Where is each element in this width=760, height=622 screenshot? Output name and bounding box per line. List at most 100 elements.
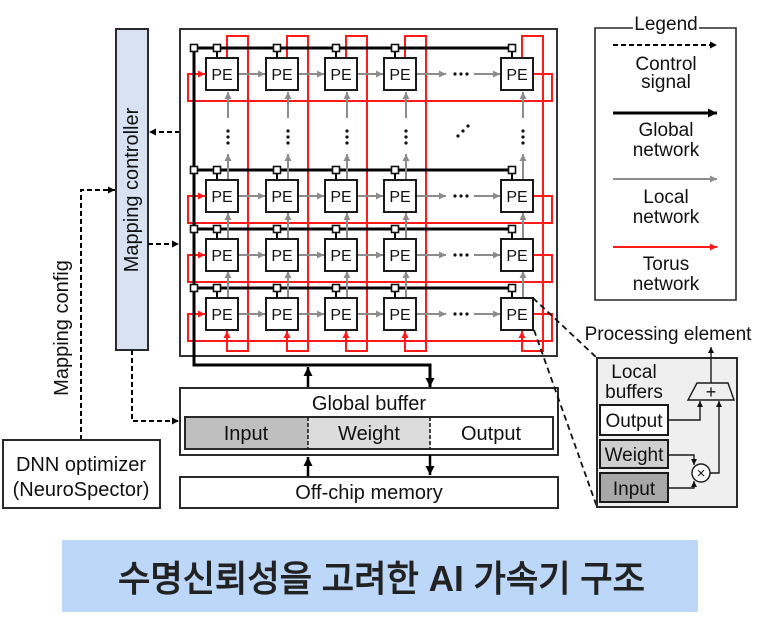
pe-input-buffer [599,472,669,503]
dnn-optimizer-sublabel: (NeuroSpector) [13,479,150,501]
pe-box [265,57,299,91]
global-junction-icon [189,283,199,293]
zoom-callout-line [532,297,598,359]
pe-cell: PE [500,179,534,213]
pe-label: PE [330,189,351,206]
ellipsis-dot [453,253,457,257]
torus-column-link [342,35,368,352]
pe-label: PE [330,248,351,265]
torus-column-link [518,35,544,352]
ellipsis-dot [465,253,469,257]
ellipsis-dot [286,141,290,145]
legend-item-label: network [633,207,700,228]
pe-output-buffer [599,404,669,436]
global-junction-icon [507,43,517,53]
pe-label: PE [271,307,292,324]
dnn-optimizer-label: DNN optimizer [16,454,146,476]
legend-item-label: Local [643,187,688,208]
pe-cell: PE [265,297,299,331]
pe-weight-buffer-label: Weight [605,445,665,466]
ellipsis-dot [459,194,463,198]
pe-cell: PE [265,57,299,91]
multiplier-to-adder-arrow [710,401,722,474]
global-buffer-title: Global buffer [312,393,426,415]
ellipsis-dot [521,135,525,139]
pe-box [324,297,358,331]
pe-cell: PE [383,179,417,213]
global-junction-icon [507,224,517,234]
pe-label: PE [211,189,232,206]
caption-text: 수명신뢰성을 고려한 AI 가속기 구조 [118,558,645,599]
legend-background [595,28,736,300]
output-to-adder-arrow [668,401,703,421]
global-junction-icon [212,224,222,234]
pe-box [324,238,358,272]
ellipsis-dot [226,135,230,139]
mapping-controller-box [115,28,149,351]
pe-box [500,57,534,91]
ellipsis-dot [404,129,408,133]
pe-label: PE [271,67,292,84]
global-network-layer [189,43,517,387]
global-junction-icon [507,283,517,293]
legend-frame [594,27,737,301]
pe-box [205,297,239,331]
global-junction-icon [212,43,222,53]
legend-item-label: network [633,274,700,295]
ellipsis-dot [521,141,525,145]
pe-cell: PE [383,297,417,331]
global-buffer-weight-label: Weight [338,423,400,445]
global-junction-icon [331,224,341,234]
processing-element-title: Processing element [585,324,753,345]
mapping-controller: Mapping controller [115,28,149,351]
ellipsis-dot [345,129,349,133]
pe-cell: PE [205,179,239,213]
pe-box [324,179,358,213]
global-buffer: Global buffer Input Weight Output [179,387,559,456]
pe-box [500,297,534,331]
ellipsis-dot [465,194,469,198]
input-to-multiplier-arrow [668,481,697,489]
global-junction-icon [507,165,517,175]
pe-label: PE [389,67,410,84]
pe-label: PE [271,248,292,265]
legend-item-label: network [633,140,700,161]
pe-cell: PE [324,57,358,91]
global-junction-icon [272,165,282,175]
global-buffer-output-label: Output [461,423,521,445]
global-buffer-inner-frame [184,416,554,450]
pe-box [383,57,417,91]
local-network-layer [224,70,527,318]
dnn-optimizer: DNN optimizer (NeuroSpector) [2,439,161,509]
diagonal-ellipsis-dot [466,124,470,128]
global-junction-icon [331,43,341,53]
pe-box [205,179,239,213]
off-chip-memory-box [179,476,559,509]
legend: Legend Control signal Global network Loc… [594,14,737,301]
global-junction-icon [390,43,400,53]
global-junction-icon [331,165,341,175]
local-buffers-title: buffers [605,382,663,403]
pe-box [265,179,299,213]
torus-row-link [187,70,553,102]
mapping-config-label: Mapping config [51,260,73,396]
ellipsis-dot [345,135,349,139]
diagonal-ellipsis-dot [456,134,460,138]
ellipsis-dot [404,141,408,145]
ellipsis-dot [226,141,230,145]
legend-item-label: Control [635,54,696,75]
ellipsis-dot [226,129,230,133]
mapping-config-arrow [80,186,115,440]
caption: 수명신뢰성을 고려한 AI 가속기 구조 [62,540,698,612]
torus-column-link [283,35,309,352]
pe-box [265,297,299,331]
global-junction-icon [189,224,199,234]
ellipsis-dot [453,72,457,76]
pe-cell: PE [500,57,534,91]
pe-box [383,238,417,272]
pe-cell: PE [265,179,299,213]
pe-box [265,238,299,272]
caption-background [62,540,698,612]
